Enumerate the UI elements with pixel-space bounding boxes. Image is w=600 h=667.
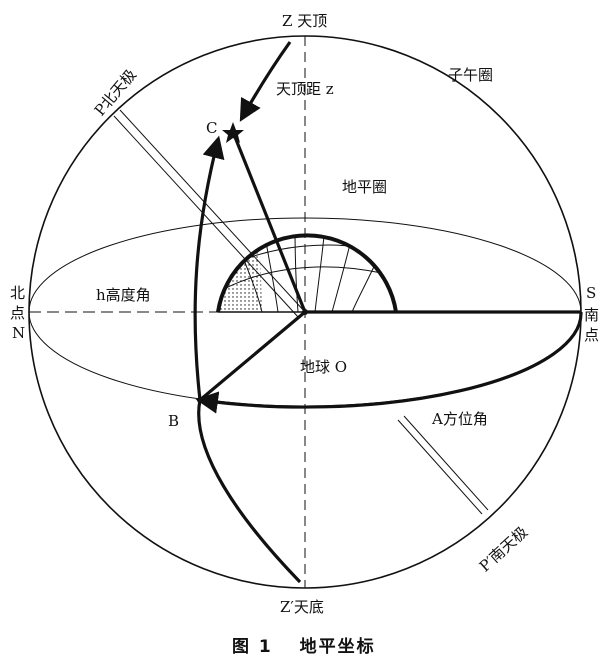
figure-caption: 图 1 地平坐标: [232, 636, 376, 657]
label-earth: 地球 O: [300, 358, 347, 376]
vertical-circle-arc: [197, 399, 302, 584]
zenith-distance-arc: [239, 41, 292, 122]
label-azimuth: A方位角: [431, 410, 488, 428]
label-zenith-distance: 天顶距 z: [276, 80, 334, 98]
label-altitude: h高度角: [96, 286, 151, 304]
line-o-to-star: [231, 131, 307, 313]
horizon-front-arc: [195, 311, 583, 414]
label-zenith: Z 天顶: [282, 12, 327, 30]
star-c-icon: [222, 122, 244, 143]
polar-axis-south: [403, 415, 489, 511]
polar-axis-south-2: [397, 419, 483, 515]
altitude-arc: [193, 135, 225, 401]
label-north-letter: N: [12, 324, 25, 342]
label-star: C: [206, 119, 217, 137]
label-horizon-circle: 地平圈: [342, 178, 387, 196]
label-south-char2: 点: [584, 326, 599, 344]
label-south-pole: P′南天极: [476, 523, 532, 576]
polar-axis-north-2: [113, 115, 300, 319]
earth-globe: [216, 233, 398, 315]
point-b-marker: [197, 397, 203, 403]
label-meridian: 子午圈: [448, 66, 493, 84]
label-north-char1: 北: [10, 284, 25, 302]
label-north-char2: 点: [10, 304, 25, 322]
polar-axis-north: [119, 109, 306, 313]
label-south-letter: S: [586, 284, 596, 302]
meridian-arc: [304, 35, 582, 313]
label-nadir: Z′天底: [280, 598, 324, 616]
label-south-char1: 南: [584, 306, 599, 324]
label-point-b: B: [168, 412, 179, 430]
line-o-to-b: [198, 310, 307, 402]
